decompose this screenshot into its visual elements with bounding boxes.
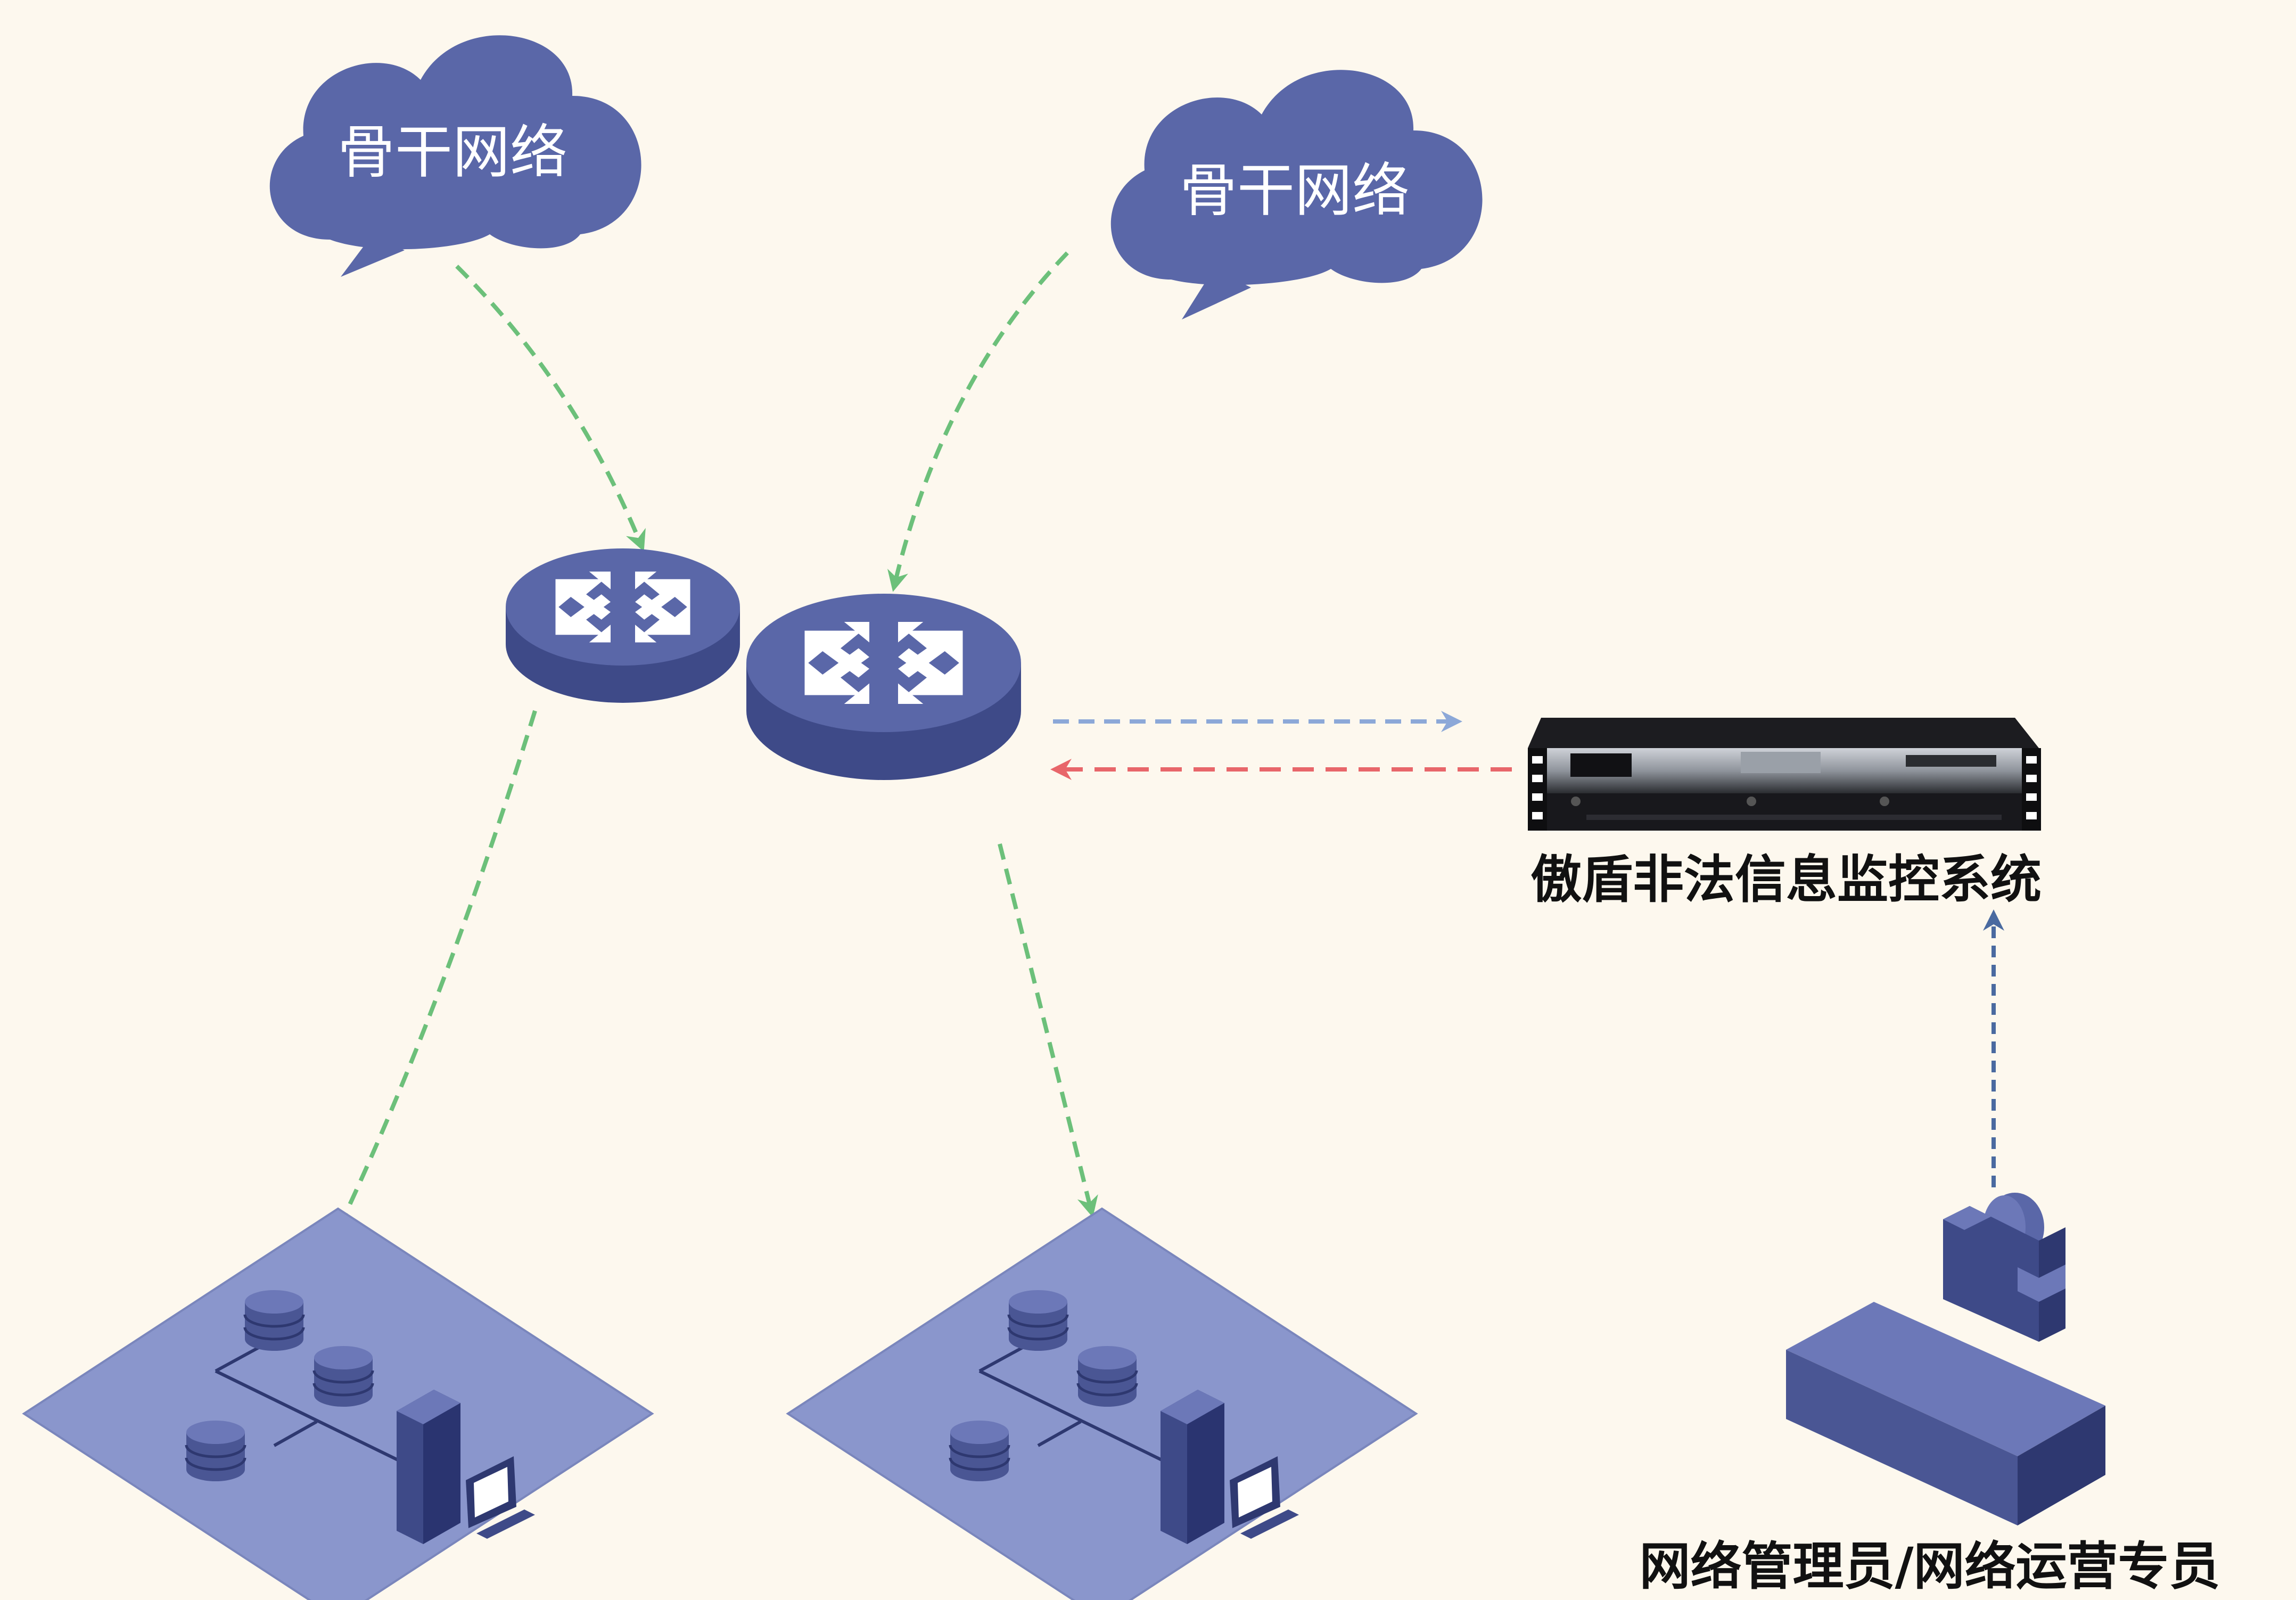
backbone-cloud-1: 骨干网络: [269, 35, 641, 277]
link-router2-network2: [998, 843, 1098, 1218]
server-network-1: [24, 1209, 652, 1600]
router-2: [746, 594, 1021, 780]
router-1: [506, 548, 740, 703]
server-cluster-icon: [24, 1209, 652, 1600]
monitor-system-label: 傲盾非法信息监控系统: [1530, 850, 2042, 909]
server-cluster-icon: [788, 1209, 1416, 1600]
cloud-icon: [1110, 70, 1483, 319]
cloud-label-1: 骨干网络: [338, 119, 567, 186]
router-icon: [746, 594, 1021, 780]
monitor-system: 傲盾非法信息监控系统: [1528, 718, 2042, 909]
backbone-cloud-2: 骨干网络: [1110, 70, 1483, 319]
router-icon: [506, 548, 740, 703]
operator-label: 网络管理员/网络运营专员: [1639, 1537, 2220, 1596]
link-cloud1-router1: [455, 265, 646, 552]
link-router1-network1: [332, 710, 537, 1241]
rack-server-icon: [1528, 718, 2041, 831]
server-network-2: [788, 1209, 1416, 1600]
cloud-icon: [269, 35, 641, 277]
cloud-label-2: 骨干网络: [1180, 158, 1410, 224]
operator-desk-icon: [1786, 1193, 2105, 1525]
operator: 网络管理员/网络运营专员: [1639, 1193, 2220, 1596]
link-cloud2-router2: [887, 251, 1069, 592]
